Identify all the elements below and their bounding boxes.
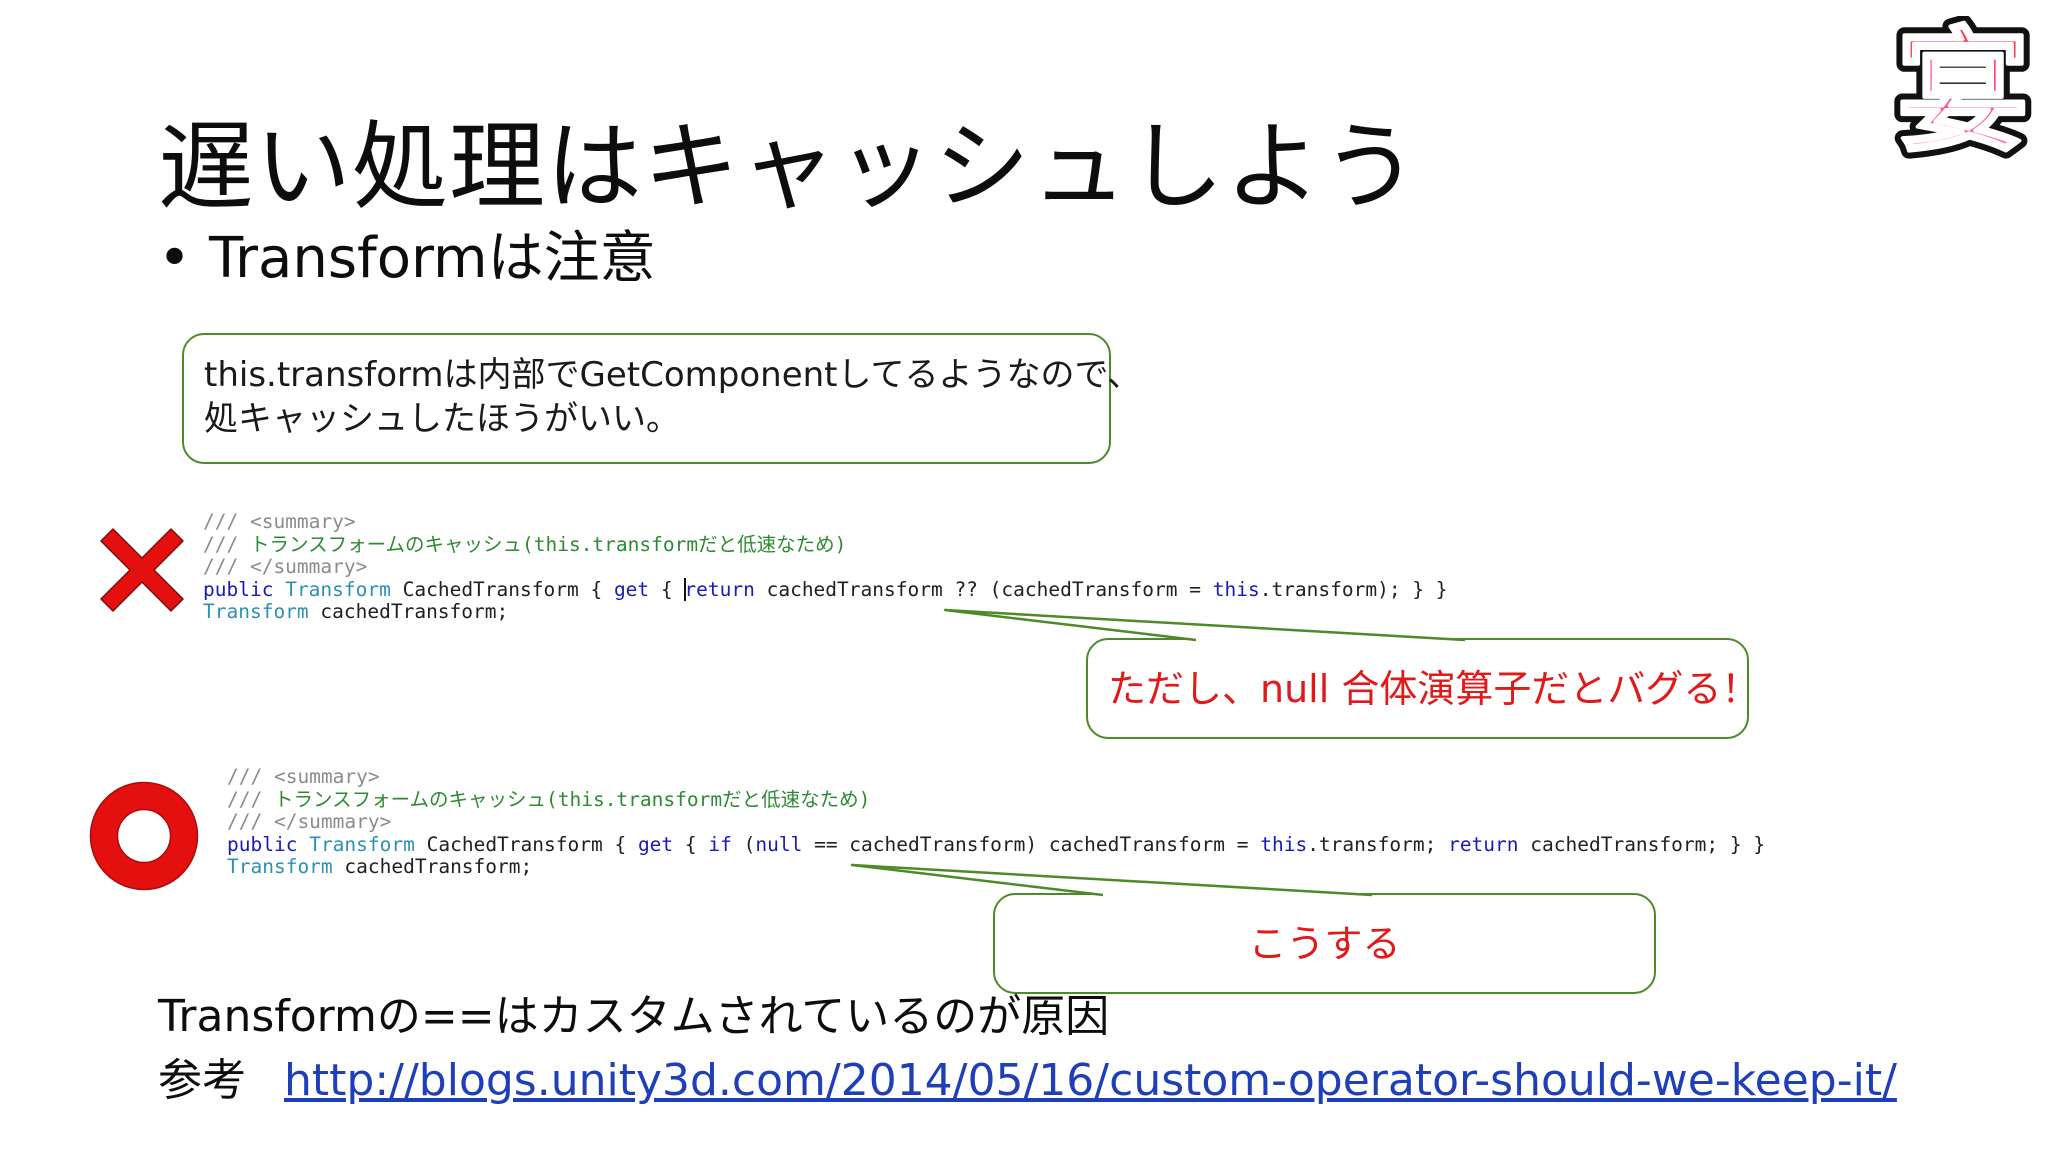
code-text: {	[649, 577, 685, 601]
reference-link[interactable]: http://blogs.unity3d.com/2014/05/16/cust…	[284, 1055, 1897, 1106]
circle-icon	[89, 781, 199, 891]
logo-outline: 宴	[1897, 16, 2029, 166]
code-line: /// トランスフォームのキャッシュ(this.transformだと低速なため…	[227, 787, 1765, 812]
code-keyword: public	[227, 832, 298, 856]
solution-text: こうする	[1248, 922, 1401, 966]
code-text: cachedTransform;	[332, 855, 533, 878]
code-keyword: get	[613, 577, 650, 601]
code-block-bad: /// <summary>/// トランスフォームのキャッシュ(this.tra…	[203, 510, 1448, 624]
code-keyword: public	[203, 577, 274, 601]
reference-label: 参考	[158, 1055, 246, 1106]
warning-callout: ただし、null 合体演算子だとバグる！	[1086, 638, 1759, 739]
cause-text: Transformの==はカスタムされているのが原因	[158, 991, 1110, 1042]
code-line: Transform cachedTransform;	[227, 855, 1765, 879]
code-keyword: this	[1260, 832, 1308, 856]
code-line: public Transform CachedTransform { get {…	[227, 832, 1766, 857]
bullet-text: Transformは注意	[209, 226, 656, 291]
code-comment-prefix: ///	[203, 532, 250, 556]
cross-icon	[100, 528, 184, 612]
code-text: {	[673, 832, 709, 856]
bullet-symbol: •	[158, 226, 192, 291]
code-text: CachedTransform {	[390, 577, 614, 601]
code-comment: トランスフォームのキャッシュ(this.transformだと低速なため)	[273, 787, 871, 811]
note-line-1: this.transformは内部でGetComponentしてるようなので、	[204, 355, 1142, 395]
solution-callout: こうする	[993, 893, 1656, 994]
code-line: /// </summary>	[227, 810, 1765, 834]
code-summary-open: /// <summary>	[203, 510, 356, 533]
code-keyword: return	[1448, 832, 1519, 856]
code-text: .transform); } }	[1259, 577, 1448, 601]
code-line: /// <summary>	[203, 510, 1448, 534]
code-line: /// <summary>	[227, 765, 1765, 789]
code-keyword: return	[684, 577, 755, 601]
code-type: Transform	[227, 855, 333, 878]
code-type: Transform	[203, 600, 309, 623]
code-summary-open: /// <summary>	[227, 765, 380, 788]
warning-text: ただし、null 合体演算子だとバグる！	[1108, 667, 1760, 711]
code-text: == cachedTransform) cachedTransform =	[802, 832, 1261, 856]
code-line: Transform cachedTransform;	[203, 600, 1448, 624]
code-text: CachedTransform {	[414, 832, 638, 856]
code-summary-close: /// </summary>	[227, 810, 392, 833]
note-line-2: 処キャッシュしたほうがいい。	[204, 399, 680, 439]
code-text: cachedTransform;	[308, 600, 509, 623]
code-text: cachedTransform ?? (cachedTransform =	[754, 577, 1213, 601]
code-block-good: /// <summary>/// トランスフォームのキャッシュ(this.tra…	[227, 765, 1766, 879]
utage-logo-icon: 宴 宴	[1889, 16, 2037, 166]
code-type: Transform	[309, 832, 415, 856]
code-comment: トランスフォームのキャッシュ(this.transformだと低速なため)	[249, 532, 847, 556]
code-comment-prefix: ///	[227, 787, 274, 811]
note-callout: this.transformは内部でGetComponentしてるようなので、 …	[182, 333, 1142, 464]
code-keyword: null	[755, 832, 803, 856]
code-text: .transform;	[1307, 832, 1449, 856]
code-text: (	[731, 832, 756, 856]
code-keyword: get	[637, 832, 674, 856]
code-keyword: this	[1212, 577, 1260, 601]
slide-title: 遅い処理はキャッシュしよう	[158, 111, 1419, 223]
code-line: /// トランスフォームのキャッシュ(this.transformだと低速なため…	[203, 532, 1448, 557]
logo-glyph: 宴	[1897, 16, 2029, 166]
code-keyword: if	[708, 832, 732, 856]
code-line: /// </summary>	[203, 555, 1448, 579]
code-text: cachedTransform; } }	[1518, 832, 1766, 856]
code-line: public Transform CachedTransform { get {…	[203, 577, 1448, 602]
bullet-point: • Transformは注意	[158, 226, 656, 292]
code-summary-close: /// </summary>	[203, 555, 368, 578]
code-type: Transform	[285, 577, 391, 601]
